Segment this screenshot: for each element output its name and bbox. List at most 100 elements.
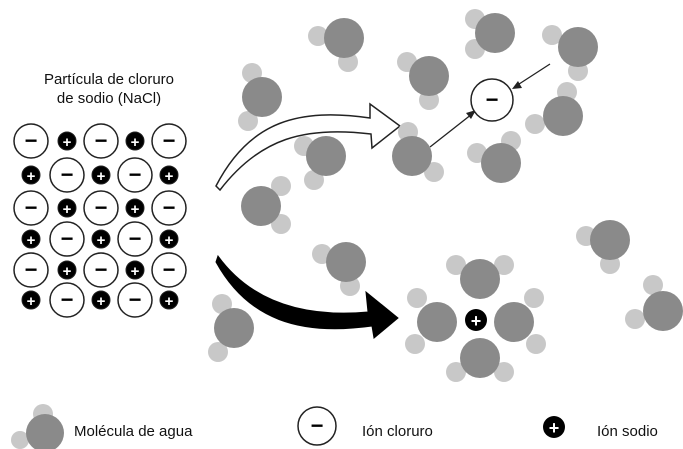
water-molecule (494, 288, 546, 354)
plus-symbol: + (27, 168, 36, 185)
nacl-title-line1: Partícula de cloruro (43, 71, 175, 88)
legend-sodium-icon: + (543, 416, 565, 438)
lattice-chloride-ion (13, 190, 49, 226)
hydrated-chloride-ion: − (429, 63, 551, 148)
water-molecule (241, 176, 291, 234)
water-molecule (625, 275, 683, 331)
hydrogen-atom (494, 255, 514, 275)
plus-symbol: + (131, 201, 140, 218)
legend-water-icon (11, 404, 64, 449)
oxygen-atom (214, 308, 254, 348)
lattice-sodium-ion (159, 290, 179, 310)
water-molecule (446, 255, 514, 299)
hydrogen-atom (446, 255, 466, 275)
minus-symbol: − (61, 287, 74, 312)
lattice-sodium-ion (125, 131, 145, 151)
oxygen-atom (324, 18, 364, 58)
water-molecule (308, 18, 364, 72)
plus-symbol: + (165, 232, 174, 249)
legend-chloride-icon: − (297, 406, 337, 446)
water-molecule (465, 9, 515, 59)
water-molecule (392, 122, 444, 182)
lattice-chloride-ion (49, 157, 85, 193)
chloride-symbol: − (486, 87, 499, 112)
lattice-sodium-ion (57, 260, 77, 280)
plus-symbol: + (131, 134, 140, 151)
lattice-chloride-ion (49, 282, 85, 318)
solid-arrow (215, 254, 399, 339)
minus-symbol: − (61, 226, 74, 251)
lattice-chloride-ion (117, 221, 153, 257)
arrowhead (466, 110, 476, 119)
oxygen-atom (392, 136, 432, 176)
minus-symbol: − (163, 128, 176, 153)
legend-sodium-label: Ión sodio (597, 423, 658, 440)
water-molecule (294, 136, 346, 190)
hydrogen-atom (524, 288, 544, 308)
svg-text:−: − (311, 413, 324, 438)
legend-chloride-label: Ión cloruro (362, 423, 433, 440)
lattice-sodium-ion (91, 165, 111, 185)
plus-symbol: + (63, 263, 72, 280)
hydrogen-atom (525, 114, 545, 134)
hydrogen-atom (212, 294, 232, 314)
oxygen-atom (306, 136, 346, 176)
minus-symbol: − (95, 257, 108, 282)
lattice-chloride-ion (83, 190, 119, 226)
plus-symbol: + (63, 201, 72, 218)
hydrogen-atom (407, 288, 427, 308)
plus-symbol: + (131, 263, 140, 280)
minus-symbol: − (61, 162, 74, 187)
sodium-symbol: + (471, 311, 482, 331)
nacl-lattice: −+−+−+−+−+−+−+−+−+−+−+−+−+−+−+ (13, 123, 187, 318)
hydrogen-atom (542, 25, 562, 45)
attraction-arrow-upper (515, 63, 551, 87)
lattice-sodium-ion (21, 290, 41, 310)
plus-symbol: + (63, 134, 72, 151)
hydrogen-atom (405, 334, 425, 354)
water-molecule (576, 220, 630, 274)
oxygen-atom (460, 259, 500, 299)
attraction-arrow-lower (429, 113, 473, 148)
lattice-chloride-ion (117, 282, 153, 318)
lattice-chloride-ion (151, 190, 187, 226)
minus-symbol: − (25, 257, 38, 282)
water-molecule (238, 63, 282, 131)
water-molecule (208, 294, 254, 362)
lattice-chloride-ion (83, 123, 119, 159)
water-molecule (542, 25, 598, 81)
lattice-sodium-ion (57, 131, 77, 151)
hydrogen-atom (208, 342, 228, 362)
lattice-chloride-ion (151, 252, 187, 288)
lattice-chloride-ion (117, 157, 153, 193)
water-molecule (525, 82, 583, 136)
plus-symbol: + (165, 293, 174, 310)
oxygen-atom (475, 13, 515, 53)
hydrogen-atom (643, 275, 663, 295)
lattice-sodium-ion (21, 229, 41, 249)
oxygen-atom (417, 302, 457, 342)
minus-symbol: − (129, 226, 142, 251)
water-molecules (208, 9, 683, 382)
water-molecule (312, 242, 366, 296)
hydrogen-atom (304, 170, 324, 190)
plus-symbol: + (27, 293, 36, 310)
oxygen-atom (494, 302, 534, 342)
nacl-title: Partícula de cloruro de sodio (NaCl) (14, 70, 204, 108)
chloride-ion (470, 78, 514, 122)
minus-symbol: − (95, 128, 108, 153)
oxygen-atom (543, 96, 583, 136)
minus-symbol: − (129, 287, 142, 312)
oxygen-atom (326, 242, 366, 282)
lattice-chloride-ion (49, 221, 85, 257)
lattice-chloride-ion (13, 123, 49, 159)
hydrogen-atom (625, 309, 645, 329)
water-molecule (467, 131, 521, 183)
lattice-sodium-ion (57, 198, 77, 218)
hydrogen-atom (494, 362, 514, 382)
hydrogen-atom (308, 26, 328, 46)
lattice-chloride-ion (83, 252, 119, 288)
legend-water-label: Molécula de agua (74, 423, 193, 440)
hydrogen-atom (238, 111, 258, 131)
